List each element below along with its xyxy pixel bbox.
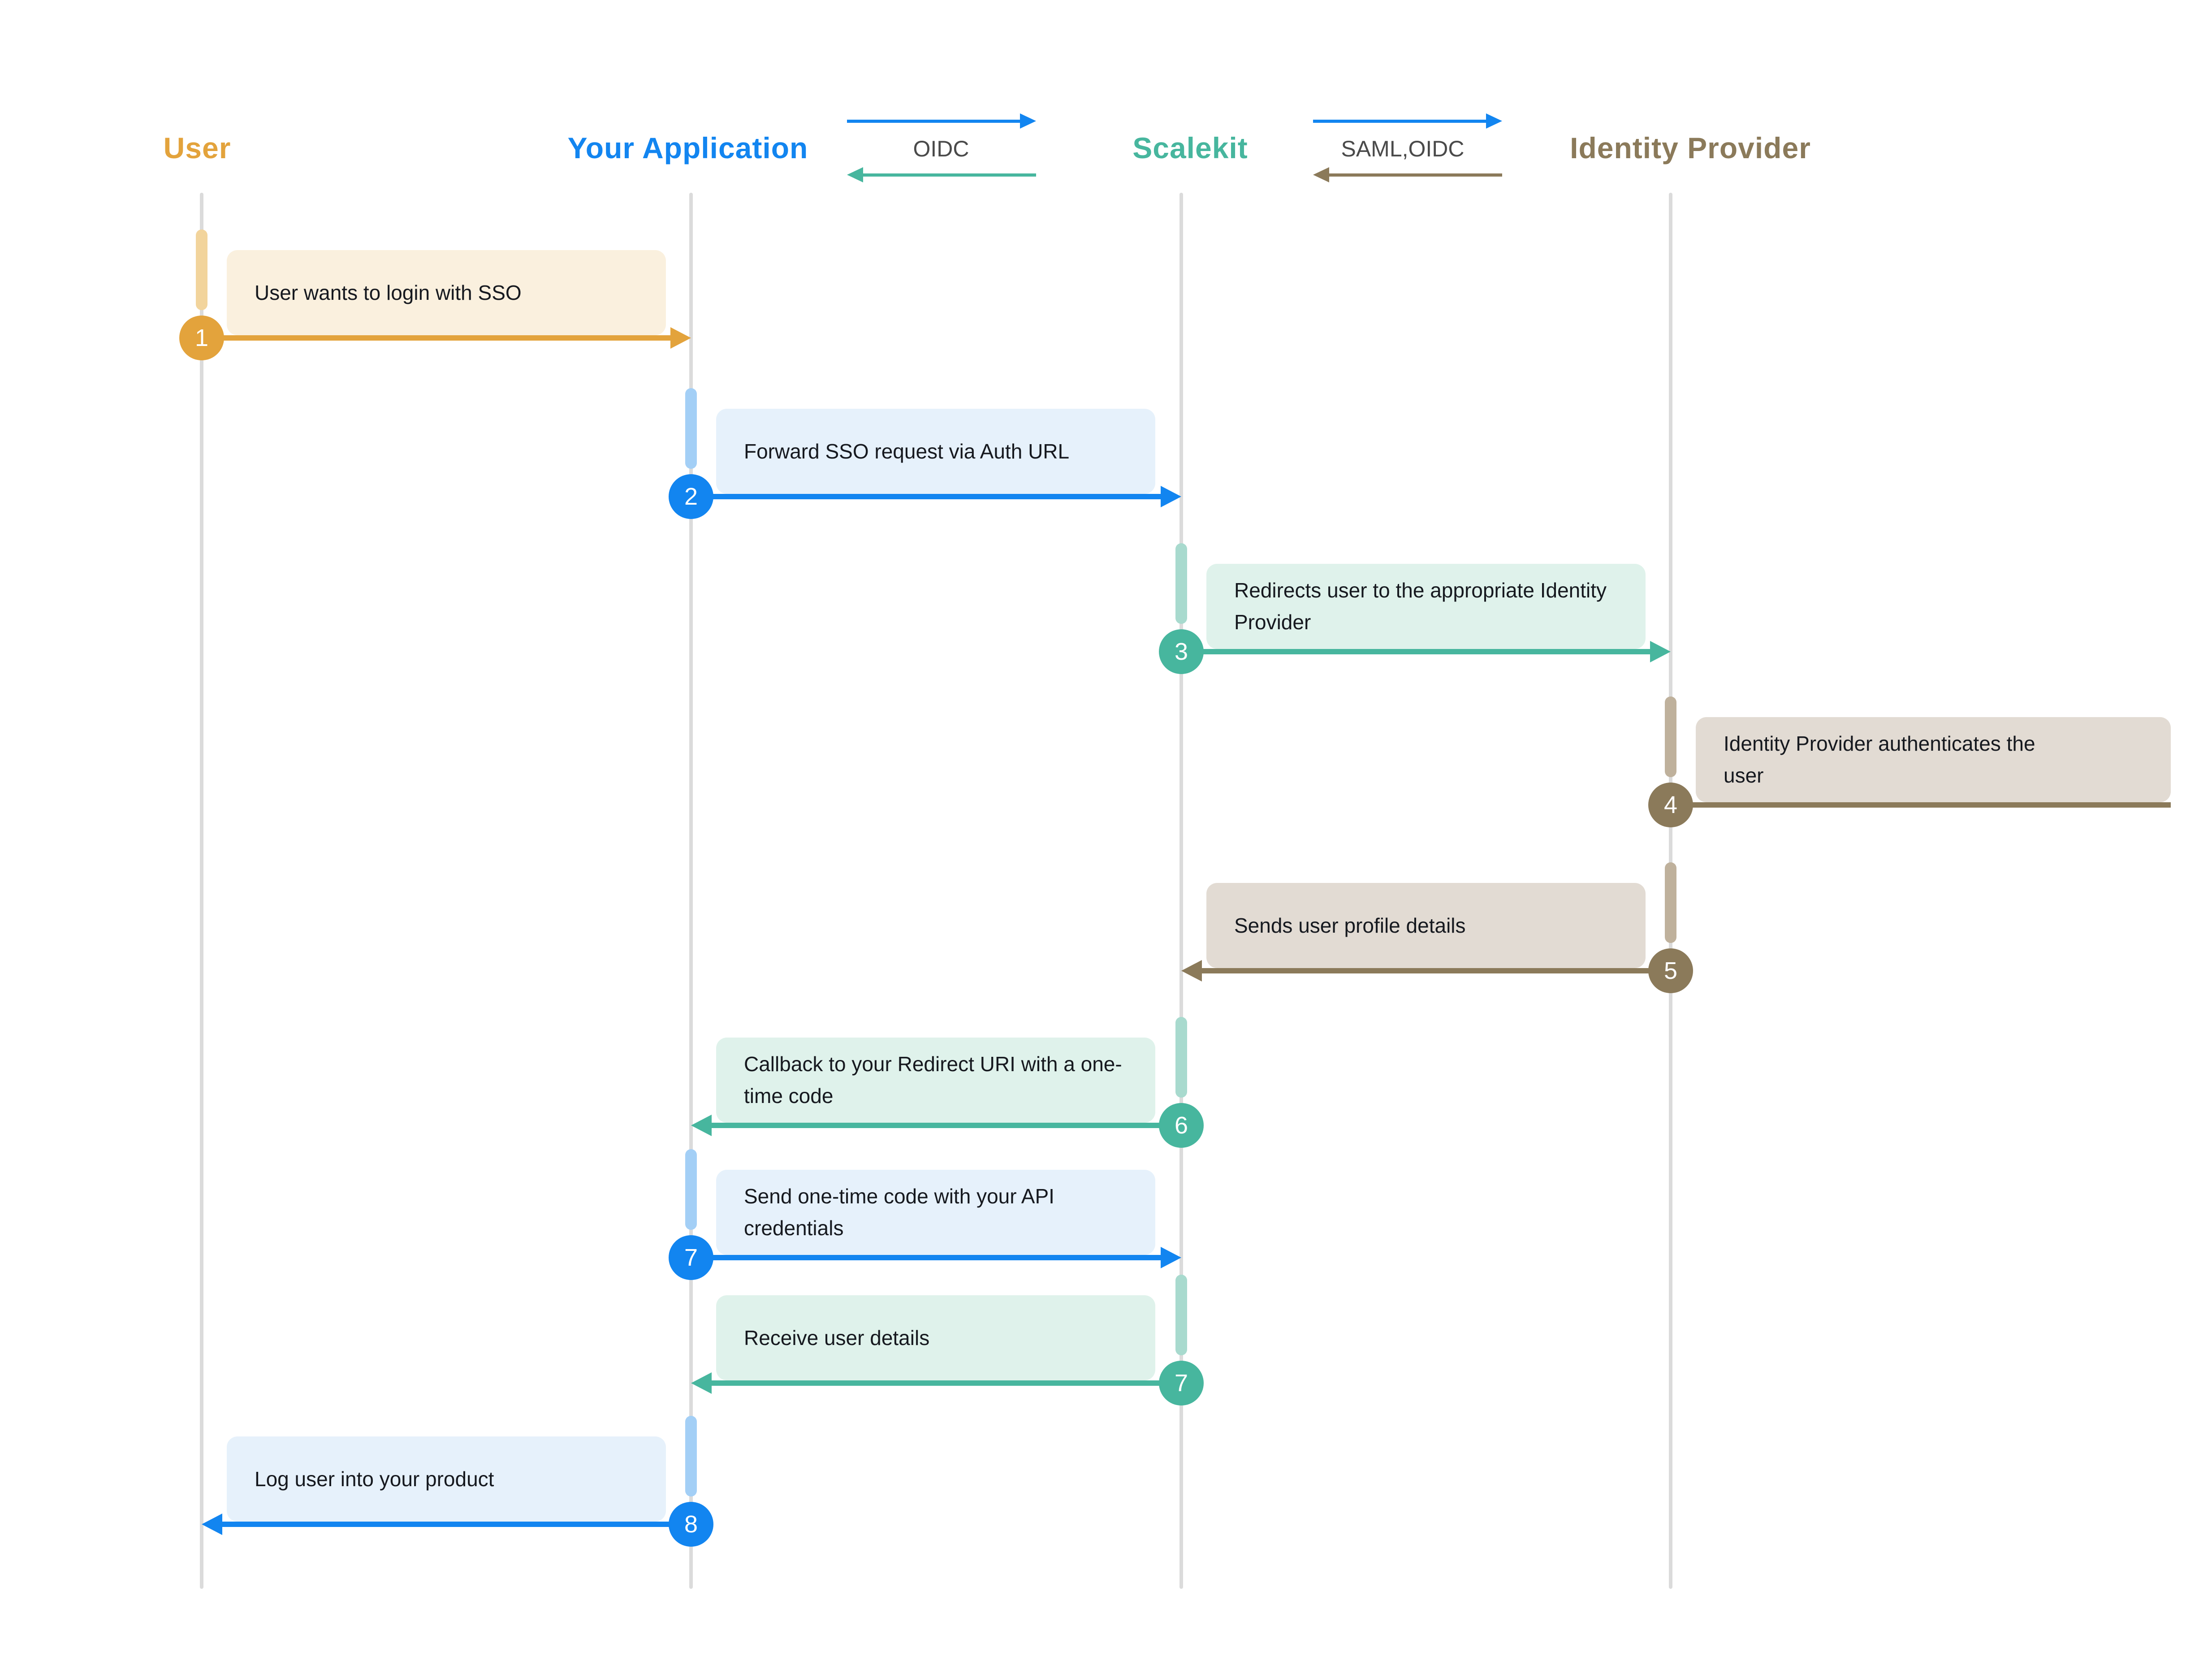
activation-bar bbox=[685, 1149, 697, 1230]
arrow-line bbox=[1181, 649, 1650, 654]
arrow-line bbox=[222, 1522, 691, 1527]
message-box: User wants to login with SSO bbox=[227, 250, 666, 335]
activation-bar bbox=[1665, 862, 1676, 943]
activation-bar bbox=[685, 388, 697, 469]
saml-forward-arrow-head-icon bbox=[1486, 113, 1502, 129]
message-box: Identity Provider authenticates the user bbox=[1696, 717, 2171, 802]
activation-bar bbox=[1175, 543, 1187, 624]
lifeline-your-application bbox=[689, 193, 693, 1589]
arrow-line bbox=[202, 335, 670, 341]
lifeline-user bbox=[200, 193, 203, 1589]
step-circle: 1 bbox=[179, 316, 224, 360]
activation-bar bbox=[685, 1416, 697, 1496]
arrow-line bbox=[712, 1123, 1181, 1128]
message-box: Redirects user to the appropriate Identi… bbox=[1206, 564, 1646, 649]
message-box: Send one-time code with your API credent… bbox=[716, 1170, 1155, 1255]
oidc-forward-arrow-line bbox=[847, 120, 1020, 123]
message-box: Log user into your product bbox=[227, 1436, 666, 1522]
step-circle: 7 bbox=[669, 1235, 713, 1280]
arrow-head-left-icon bbox=[691, 1115, 712, 1136]
arrow-head-left-icon bbox=[1181, 960, 1202, 982]
step-circle: 6 bbox=[1159, 1103, 1204, 1148]
arrow-head-right-icon bbox=[1161, 486, 1181, 507]
step-circle: 5 bbox=[1648, 948, 1693, 993]
arrow-head-left-icon bbox=[202, 1514, 222, 1535]
arrow-head-left-icon bbox=[691, 1372, 712, 1394]
step-circle: 7 bbox=[1159, 1361, 1204, 1406]
oidc-forward-arrow-head-icon bbox=[1020, 113, 1036, 129]
message-box: Forward SSO request via Auth URL bbox=[716, 409, 1155, 494]
step-circle: 8 bbox=[669, 1502, 713, 1547]
saml-forward-arrow-line bbox=[1313, 120, 1486, 123]
saml-back-arrow-line bbox=[1329, 173, 1502, 177]
arrow-line bbox=[712, 1380, 1181, 1386]
arrow-line bbox=[691, 1255, 1161, 1260]
step-circle: 3 bbox=[1159, 629, 1204, 674]
actor-label-scalekit: Scalekit bbox=[1132, 131, 1248, 164]
actor-label-identity-provider: Identity Provider bbox=[1570, 131, 1811, 164]
oidc-back-arrow-head-icon bbox=[847, 167, 863, 182]
actor-label-user: User bbox=[163, 131, 231, 164]
oidc-back-arrow-line bbox=[863, 173, 1036, 177]
message-box: Sends user profile details bbox=[1206, 883, 1646, 968]
oidc-label: OIDC bbox=[913, 136, 969, 161]
arrow-head-right-icon bbox=[670, 327, 691, 349]
saml-oidc-label: SAML,OIDC bbox=[1341, 136, 1465, 161]
saml-back-arrow-head-icon bbox=[1313, 167, 1329, 182]
arrow-line bbox=[691, 494, 1161, 499]
message-box: Callback to your Redirect URI with a one… bbox=[716, 1038, 1155, 1123]
step-circle: 4 bbox=[1648, 783, 1693, 827]
activation-bar bbox=[1175, 1017, 1187, 1098]
activation-bar bbox=[1175, 1275, 1187, 1355]
arrow-head-right-icon bbox=[1650, 641, 1671, 662]
step-circle: 2 bbox=[669, 474, 713, 519]
activation-bar bbox=[1665, 696, 1676, 777]
arrow-line bbox=[1671, 802, 2171, 808]
arrow-line bbox=[1202, 968, 1671, 973]
lifeline-scalekit bbox=[1179, 193, 1183, 1589]
arrow-head-right-icon bbox=[1161, 1247, 1181, 1268]
actor-label-your-application: Your Application bbox=[567, 131, 808, 164]
activation-bar bbox=[196, 229, 207, 310]
message-box: Receive user details bbox=[716, 1295, 1155, 1380]
